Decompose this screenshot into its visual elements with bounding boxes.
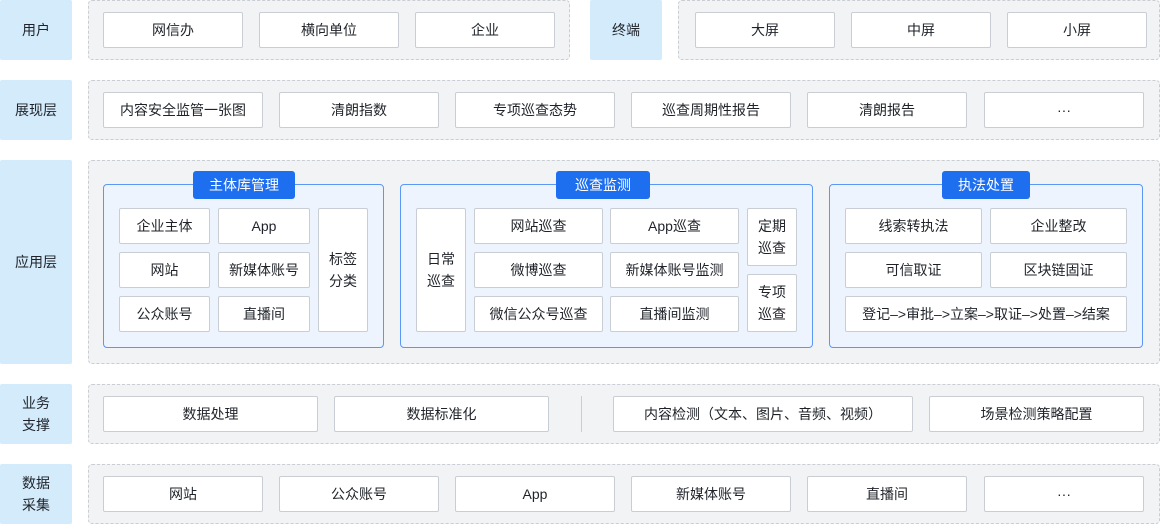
patrol-item-website: 网站巡查 bbox=[474, 208, 603, 244]
display-item-1: 清朗指数 bbox=[279, 92, 439, 128]
collect-item-website: 网站 bbox=[103, 476, 263, 512]
patrol-item-wechat: 微信公众号巡查 bbox=[474, 296, 603, 332]
display-item-more: ··· bbox=[984, 92, 1144, 128]
support-item-strategy-config: 场景检测策略配置 bbox=[929, 396, 1144, 432]
display-band bbox=[88, 80, 1160, 140]
row-label-support: 业务 支撑 bbox=[0, 384, 72, 444]
row-label-user: 用户 bbox=[0, 0, 72, 60]
subject-item-live-room: 直播间 bbox=[218, 296, 310, 332]
patrol-item-live-room: 直播间监测 bbox=[610, 296, 739, 332]
support-divider bbox=[581, 396, 582, 432]
subject-item-enterprise: 企业主体 bbox=[119, 208, 210, 244]
enforcement-item-blockchain: 区块链固证 bbox=[990, 252, 1127, 288]
collect-band bbox=[88, 464, 1160, 524]
terminal-item-small: 小屏 bbox=[1007, 12, 1147, 48]
collect-item-live-room: 直播间 bbox=[807, 476, 967, 512]
patrol-special: 专项 巡查 bbox=[747, 274, 797, 332]
enforcement-flow: 登记–>审批–>立案–>取证–>处置–>结案 bbox=[845, 296, 1127, 332]
display-item-2: 专项巡查态势 bbox=[455, 92, 615, 128]
patrol-title: 巡查监测 bbox=[556, 171, 650, 199]
user-item-cac: 网信办 bbox=[103, 12, 243, 48]
patrol-item-new-media: 新媒体账号监测 bbox=[610, 252, 739, 288]
patrol-periodic: 定期 巡查 bbox=[747, 208, 797, 266]
collect-item-new-media: 新媒体账号 bbox=[631, 476, 791, 512]
display-item-4: 清朗报告 bbox=[807, 92, 967, 128]
subject-item-website: 网站 bbox=[119, 252, 210, 288]
support-item-processing: 数据处理 bbox=[103, 396, 318, 432]
enforcement-item-evidence: 可信取证 bbox=[845, 252, 982, 288]
row-label-collect: 数据 采集 bbox=[0, 464, 72, 524]
subject-item-app: App bbox=[218, 208, 310, 244]
support-item-content-detection: 内容检测（文本、图片、音频、视频） bbox=[613, 396, 913, 432]
subject-item-new-media: 新媒体账号 bbox=[218, 252, 310, 288]
row-label-display: 展现层 bbox=[0, 80, 72, 140]
user-item-enterprise: 企业 bbox=[415, 12, 555, 48]
row-label-application: 应用层 bbox=[0, 160, 72, 364]
patrol-panel bbox=[400, 184, 813, 348]
subject-library-title: 主体库管理 bbox=[193, 171, 295, 199]
display-item-0: 内容安全监管一张图 bbox=[103, 92, 263, 128]
enforcement-item-clue: 线索转执法 bbox=[845, 208, 982, 244]
user-item-horizontal-unit: 横向单位 bbox=[259, 12, 399, 48]
patrol-item-app: App巡查 bbox=[610, 208, 739, 244]
support-item-standardize: 数据标准化 bbox=[334, 396, 549, 432]
subject-item-public-account: 公众账号 bbox=[119, 296, 210, 332]
terminal-item-medium: 中屏 bbox=[851, 12, 991, 48]
display-item-3: 巡查周期性报告 bbox=[631, 92, 791, 128]
collect-item-public-account: 公众账号 bbox=[279, 476, 439, 512]
subject-tag-classify: 标签 分类 bbox=[318, 208, 368, 332]
collect-item-app: App bbox=[455, 476, 615, 512]
enforcement-item-rectify: 企业整改 bbox=[990, 208, 1127, 244]
collect-item-more: ··· bbox=[984, 476, 1144, 512]
enforcement-title: 执法处置 bbox=[942, 171, 1030, 199]
row-label-terminal: 终端 bbox=[590, 0, 662, 60]
patrol-item-weibo: 微博巡查 bbox=[474, 252, 603, 288]
patrol-daily: 日常 巡查 bbox=[416, 208, 466, 332]
terminal-item-large: 大屏 bbox=[695, 12, 835, 48]
